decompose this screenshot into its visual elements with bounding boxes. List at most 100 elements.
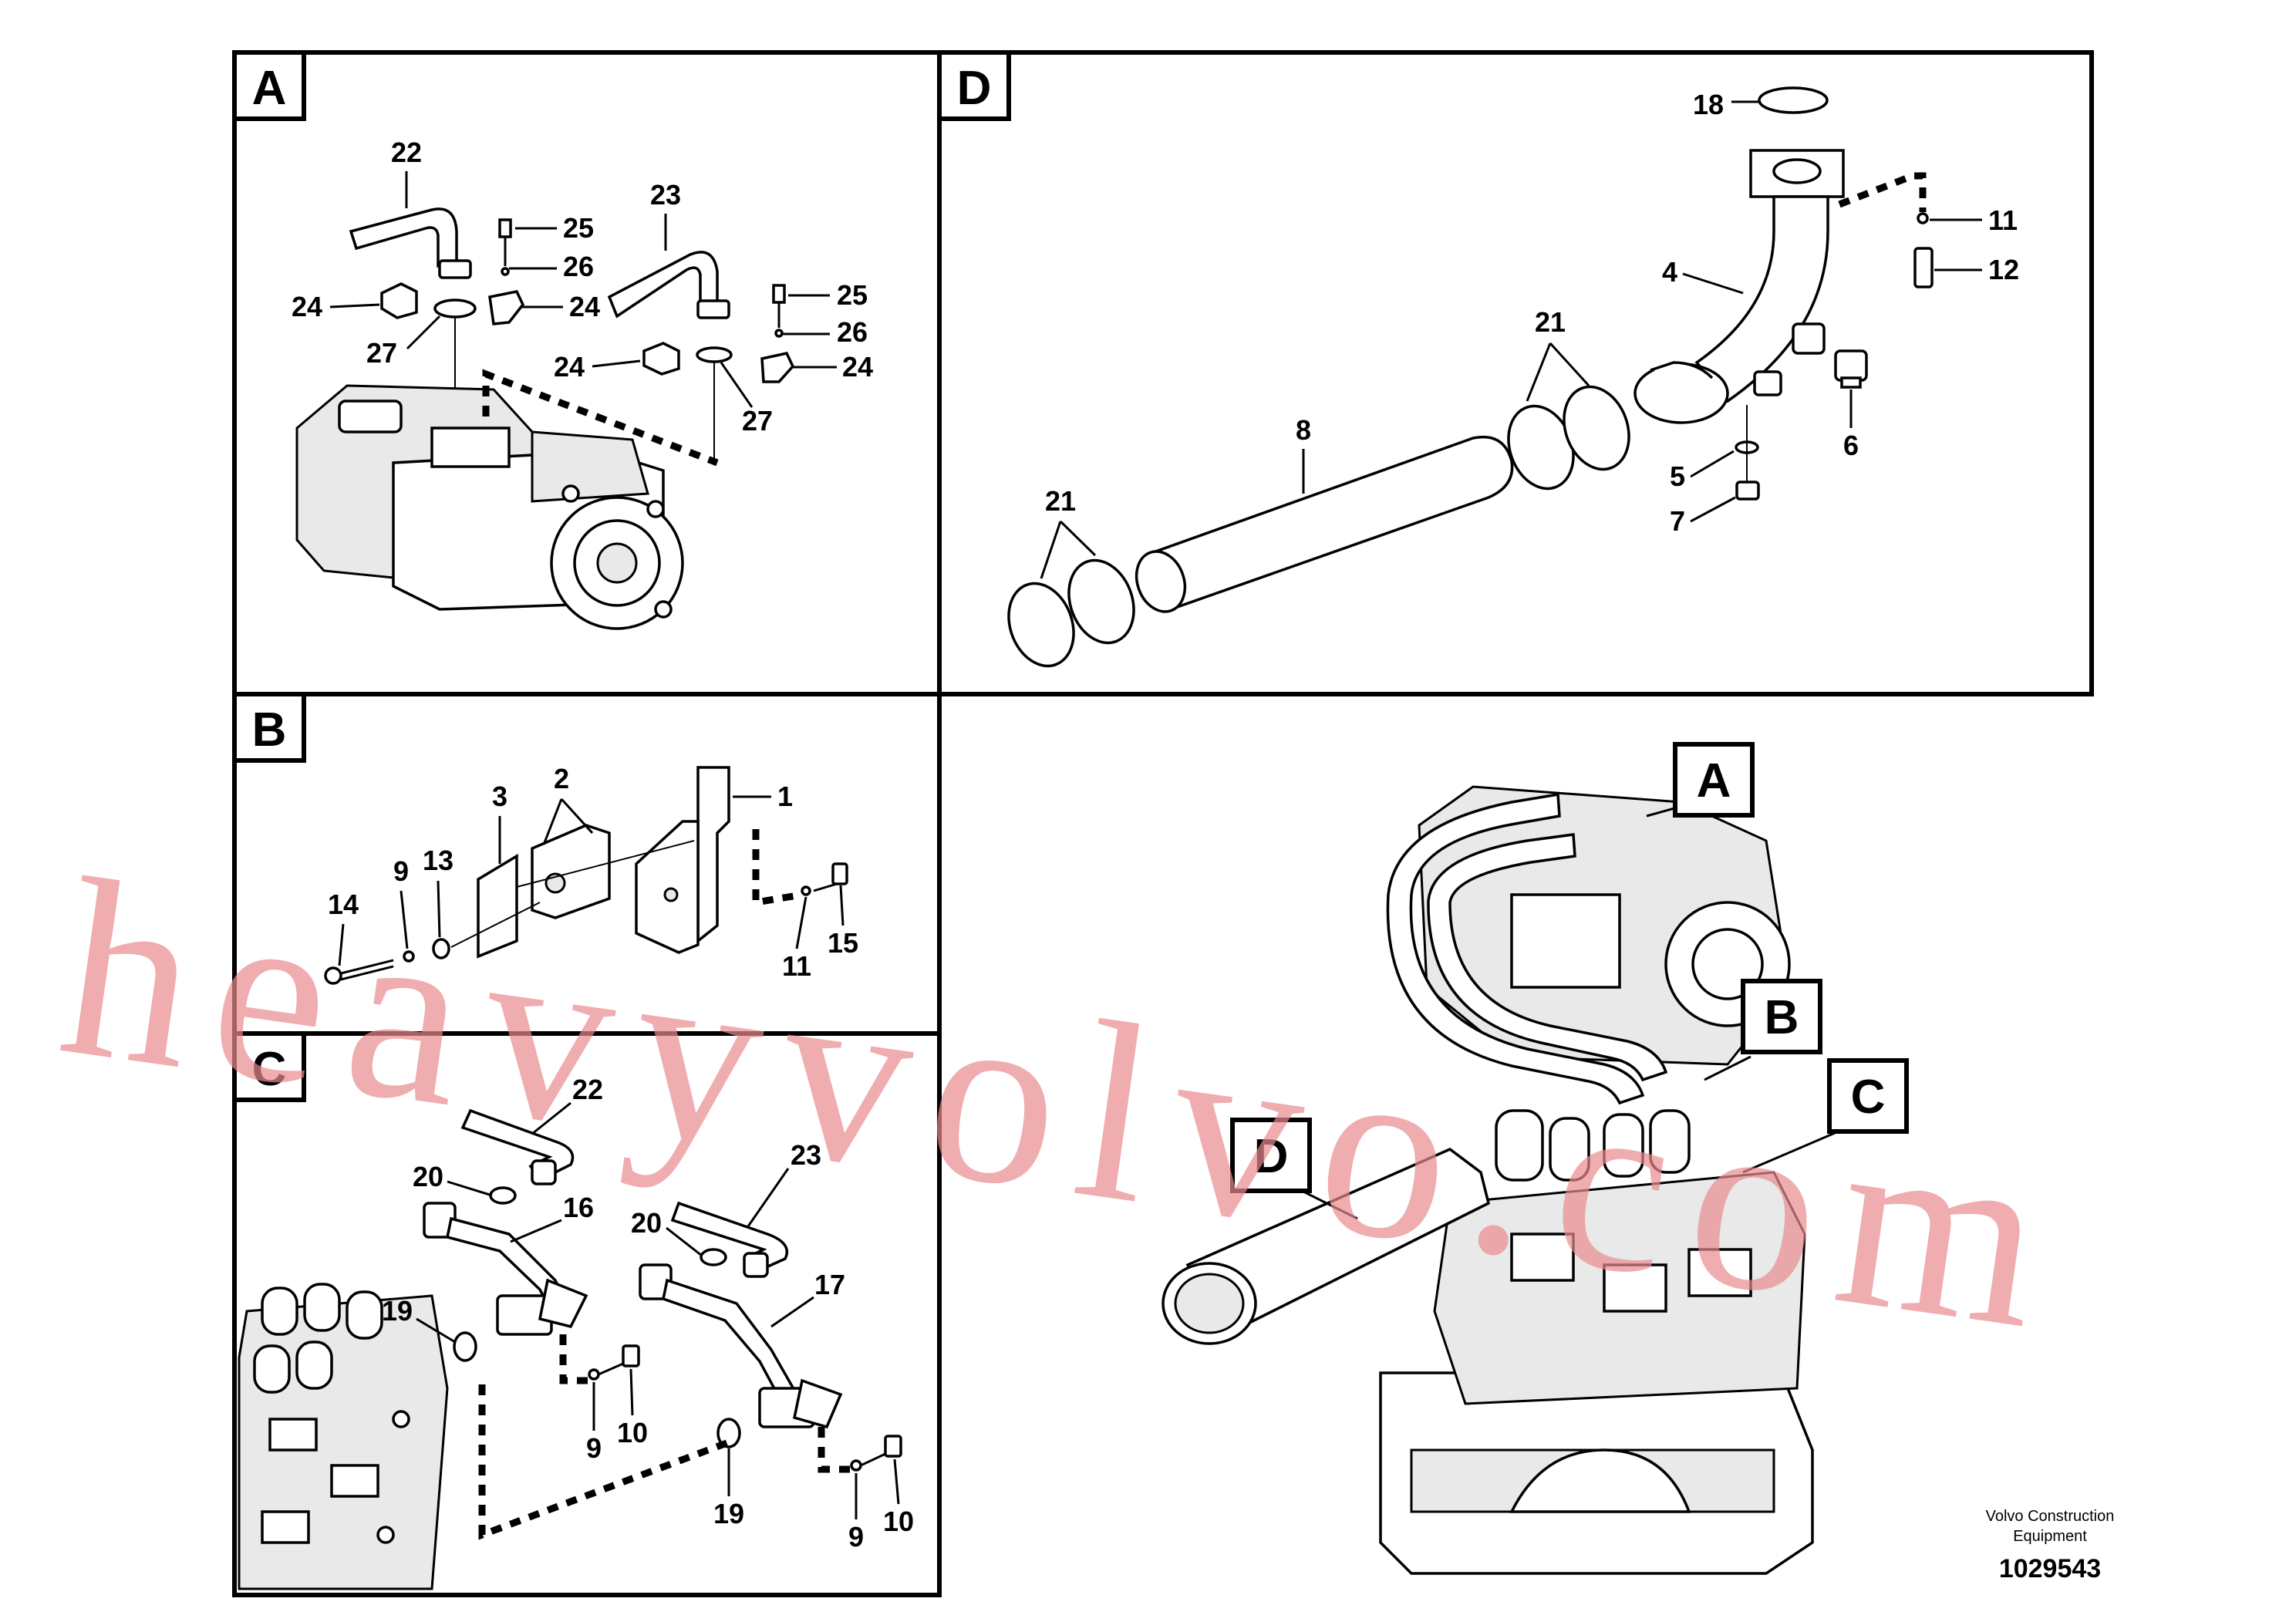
callout-a-23: 23 — [650, 179, 681, 211]
callout-c-10a: 10 — [617, 1417, 648, 1448]
callout-b-13: 13 — [423, 845, 453, 876]
callout-b-1: 1 — [777, 781, 793, 812]
overview-tag-c — [1827, 1058, 1909, 1134]
overview-hose-b — [1427, 833, 1668, 1082]
clamp-24-b — [642, 342, 795, 383]
overview-tag-d-label: D — [1254, 1130, 1289, 1183]
panel-b-label: B — [252, 703, 287, 757]
hose-22 — [349, 207, 472, 279]
hydraulic-pump — [295, 384, 684, 630]
bolt-12 — [1913, 212, 1934, 288]
plate-3 — [477, 853, 518, 959]
hose-23-c — [670, 1201, 789, 1278]
hose-clamp-21-b — [1563, 385, 1630, 471]
assembly-line-b — [752, 829, 803, 907]
oring-18 — [1758, 86, 1829, 114]
callout-a-22: 22 — [391, 137, 422, 168]
assembly-line-c1 — [559, 1334, 594, 1384]
oring-27-b — [696, 346, 733, 363]
oring-19-b — [716, 1418, 741, 1448]
overview-tag-a — [1673, 742, 1755, 818]
panel-b-tag — [232, 692, 306, 763]
panel-a: A — [232, 50, 942, 696]
overview-tag-b — [1741, 979, 1822, 1054]
pipe-17 — [639, 1263, 843, 1429]
callout-a-24b: 24 — [569, 291, 600, 322]
callout-c-10b: 10 — [883, 1506, 914, 1537]
pipe-16 — [423, 1202, 588, 1336]
callout-c-22: 22 — [572, 1074, 603, 1105]
callout-d-7: 7 — [1670, 505, 1685, 537]
callout-c-19a: 19 — [382, 1295, 413, 1327]
callout-c-17: 17 — [814, 1269, 845, 1300]
overview-tag-c-label: C — [1851, 1071, 1886, 1124]
callout-a-24a: 24 — [292, 291, 322, 322]
callout-d-8: 8 — [1296, 414, 1311, 446]
bolt-25-a — [498, 218, 512, 276]
panel-c-tag — [232, 1031, 306, 1102]
bracket-1 — [635, 766, 730, 954]
callout-c-23: 23 — [791, 1139, 821, 1171]
callout-c-16: 16 — [563, 1192, 594, 1223]
hose-22-c — [460, 1108, 575, 1185]
bolt-15 — [801, 862, 848, 896]
panel-d-tag — [937, 50, 1011, 121]
callout-c-9b: 9 — [848, 1521, 864, 1553]
panel-d-label: D — [957, 62, 992, 115]
callout-a-27b: 27 — [742, 405, 773, 437]
assembly-line-c2 — [818, 1427, 856, 1473]
assembly-line-c3 — [478, 1384, 730, 1540]
callout-c-20b: 20 — [631, 1207, 662, 1239]
credit-line-2: Equipment — [2013, 1528, 2087, 1545]
credit-line-1: Volvo Construction — [1986, 1508, 2115, 1525]
callout-a-25b: 25 — [837, 279, 868, 311]
control-valve — [238, 1283, 449, 1590]
oring-20-b — [700, 1248, 727, 1266]
clamp-2 — [531, 824, 611, 919]
callout-c-19b: 19 — [713, 1498, 744, 1529]
callout-c-20a: 20 — [413, 1161, 443, 1192]
suction-hose-8 — [1135, 435, 1514, 613]
callout-d-6: 6 — [1843, 430, 1859, 461]
oring-19-a — [453, 1331, 477, 1362]
overview-tag-a-label: A — [1697, 754, 1731, 808]
overview-assembly: A B C D — [1161, 742, 1909, 1575]
hose-clamp-21-c — [1007, 582, 1075, 668]
panel-c-label: C — [252, 1043, 287, 1096]
bolt-10-b — [850, 1435, 902, 1472]
callout-d-11: 11 — [1988, 204, 2018, 236]
overview-tag-d — [1230, 1118, 1312, 1193]
callout-a-24d: 24 — [842, 351, 873, 383]
bolt-25-b — [772, 284, 786, 338]
clamp-24-a — [380, 282, 525, 325]
bolt-10-a — [588, 1344, 640, 1381]
panel-d: D — [937, 50, 2094, 696]
nut-13 — [432, 938, 450, 959]
overview-hose-a — [1386, 792, 1645, 1105]
oring-27-a — [433, 298, 477, 319]
drain-plug-7 — [1735, 481, 1760, 501]
callout-d-21b: 21 — [1045, 485, 1076, 517]
callout-d-21a: 21 — [1535, 306, 1566, 338]
callout-b-9: 9 — [393, 855, 409, 887]
callout-b-14: 14 — [328, 889, 359, 920]
panel-a-label: A — [252, 62, 287, 115]
hose-clamp-21-d — [1067, 558, 1135, 645]
callout-b-11: 11 — [782, 950, 811, 982]
callout-b-15: 15 — [828, 927, 858, 959]
callout-d-18: 18 — [1693, 89, 1724, 120]
washer-9 — [403, 950, 415, 963]
assembly-line-d — [1838, 172, 1927, 212]
callout-b-3: 3 — [492, 781, 507, 812]
callout-d-12: 12 — [1988, 254, 2019, 285]
hose-23 — [607, 251, 730, 319]
bolt-14 — [324, 959, 394, 985]
assembly-line-a — [482, 369, 719, 467]
suction-elbow-4 — [1633, 149, 1845, 424]
callout-d-4: 4 — [1662, 256, 1677, 288]
callout-a-25: 25 — [563, 212, 594, 244]
callout-a-27a: 27 — [366, 337, 397, 369]
callout-a-26b: 26 — [837, 316, 868, 348]
panel-a-tag — [232, 50, 306, 121]
callout-c-9a: 9 — [586, 1432, 602, 1464]
